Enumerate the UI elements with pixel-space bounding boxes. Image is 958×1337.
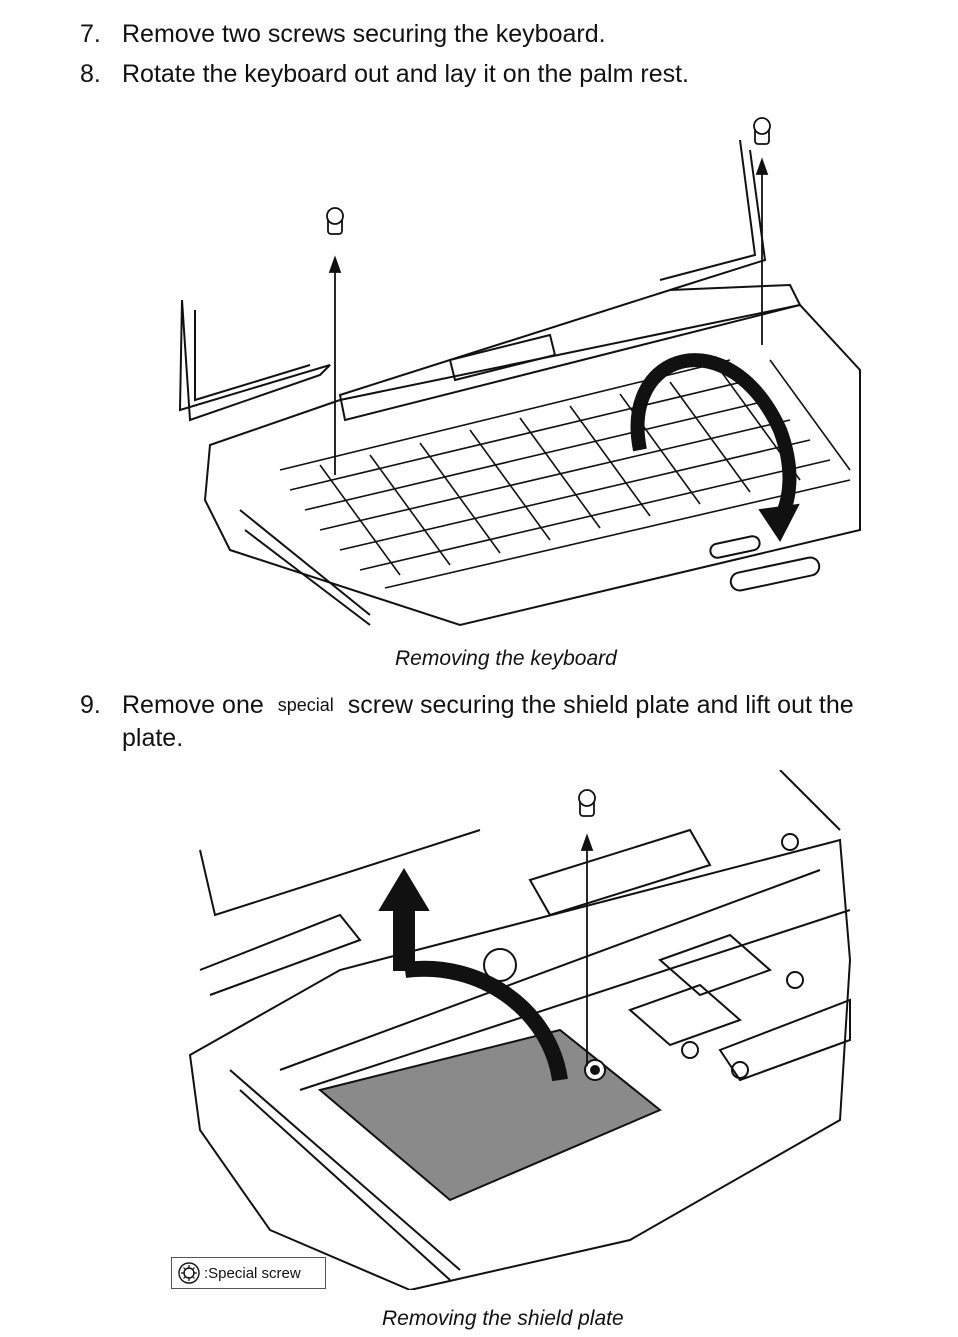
rotate-arrow [638,360,790,520]
special-screw-icon [178,1262,200,1284]
figure-caption: Removing the keyboard [395,647,617,671]
legend-label: :Special screw [204,1265,301,1282]
step-text: screw securing the shield plate and lift… [348,691,854,719]
step-number: 7. [80,18,101,50]
shield-plate-removal-illustration [180,770,860,1290]
step-text: Remove one [122,691,264,719]
step-text: Remove two screws securing the keyboard. [122,18,606,50]
figure-caption: Removing the shield plate [382,1307,624,1331]
keyboard-removal-illustration [170,110,870,630]
special-screw [579,790,595,1066]
step-number: 9. [80,689,101,721]
legend-special-screw: :Special screw [171,1257,326,1289]
hinge-bar [530,830,710,915]
shield-plate [320,1030,660,1200]
step-text: plate. [122,722,183,754]
step-number: 8. [80,58,101,90]
step-text: Rotate the keyboard out and lay it on th… [122,58,689,90]
inline-special-label: special [278,695,334,715]
screw-left [327,208,343,475]
display-lid [180,300,330,420]
